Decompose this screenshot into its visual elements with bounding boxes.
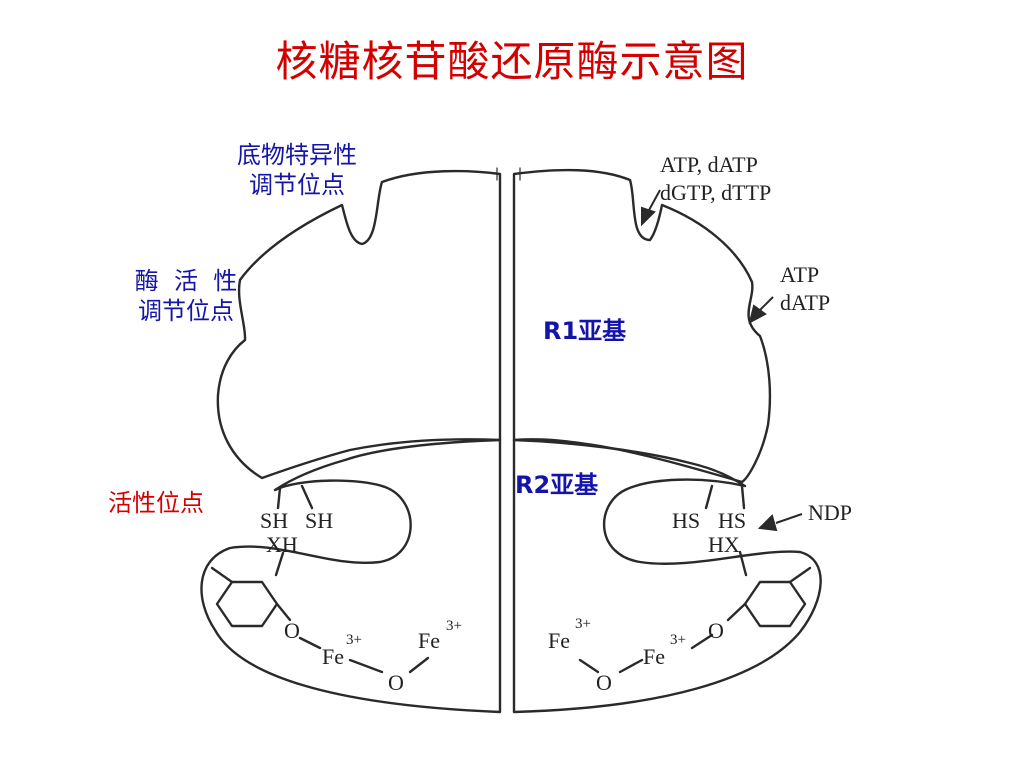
- page-title: 核糖核苷酸还原酶示意图: [275, 37, 749, 86]
- left-sh1: SH: [260, 508, 288, 533]
- substrate-site-line2: 调节位点: [249, 171, 345, 199]
- right-fe1: Fe: [548, 628, 570, 653]
- r1-right-outline: [512, 168, 772, 484]
- right-oxygen: O: [708, 618, 724, 643]
- right-hs1: HS: [672, 508, 700, 533]
- effector-spec-line1: ATP, dATP: [660, 152, 758, 177]
- right-fe2: Fe: [643, 644, 665, 669]
- r2-right-outline: [512, 438, 822, 714]
- left-fe2: Fe: [418, 628, 440, 653]
- activity-site-line1: 酶 活 性: [134, 267, 238, 295]
- right-hx: HX: [708, 532, 740, 557]
- substrate-site-label: 底物特异性 调节位点: [222, 140, 372, 200]
- right-bridge-o: O: [596, 670, 612, 695]
- r2-left-outline: [200, 438, 502, 714]
- left-fe1-charge: 3+: [346, 632, 362, 648]
- substrate-site-line1: 底物特异性: [237, 141, 357, 169]
- r1-left-outline: [216, 169, 502, 480]
- left-fe1: Fe: [322, 644, 344, 669]
- left-oxygen: O: [284, 618, 300, 643]
- active-site-label: 活性位点: [108, 489, 204, 517]
- left-fe2-charge: 3+: [446, 618, 462, 634]
- activity-site-line2: 调节位点: [138, 297, 234, 325]
- left-bridge-o: O: [388, 670, 404, 695]
- right-fe2-charge: 3+: [670, 632, 686, 648]
- right-hs2: HS: [718, 508, 746, 533]
- activity-site-label: 酶 活 性 调节位点: [116, 266, 256, 326]
- effector-substrate: NDP: [808, 500, 852, 525]
- left-sh2: SH: [305, 508, 333, 533]
- effector-act-line1: ATP: [780, 262, 819, 287]
- r2-subunit-label: R2亚基: [515, 471, 599, 499]
- right-fe1-charge: 3+: [575, 616, 591, 632]
- effector-act-line2: dATP: [780, 290, 830, 315]
- r1-subunit-label: R1亚基: [543, 317, 627, 345]
- effector-spec-line2: dGTP, dTTP: [660, 180, 771, 205]
- left-xh: XH: [266, 532, 298, 557]
